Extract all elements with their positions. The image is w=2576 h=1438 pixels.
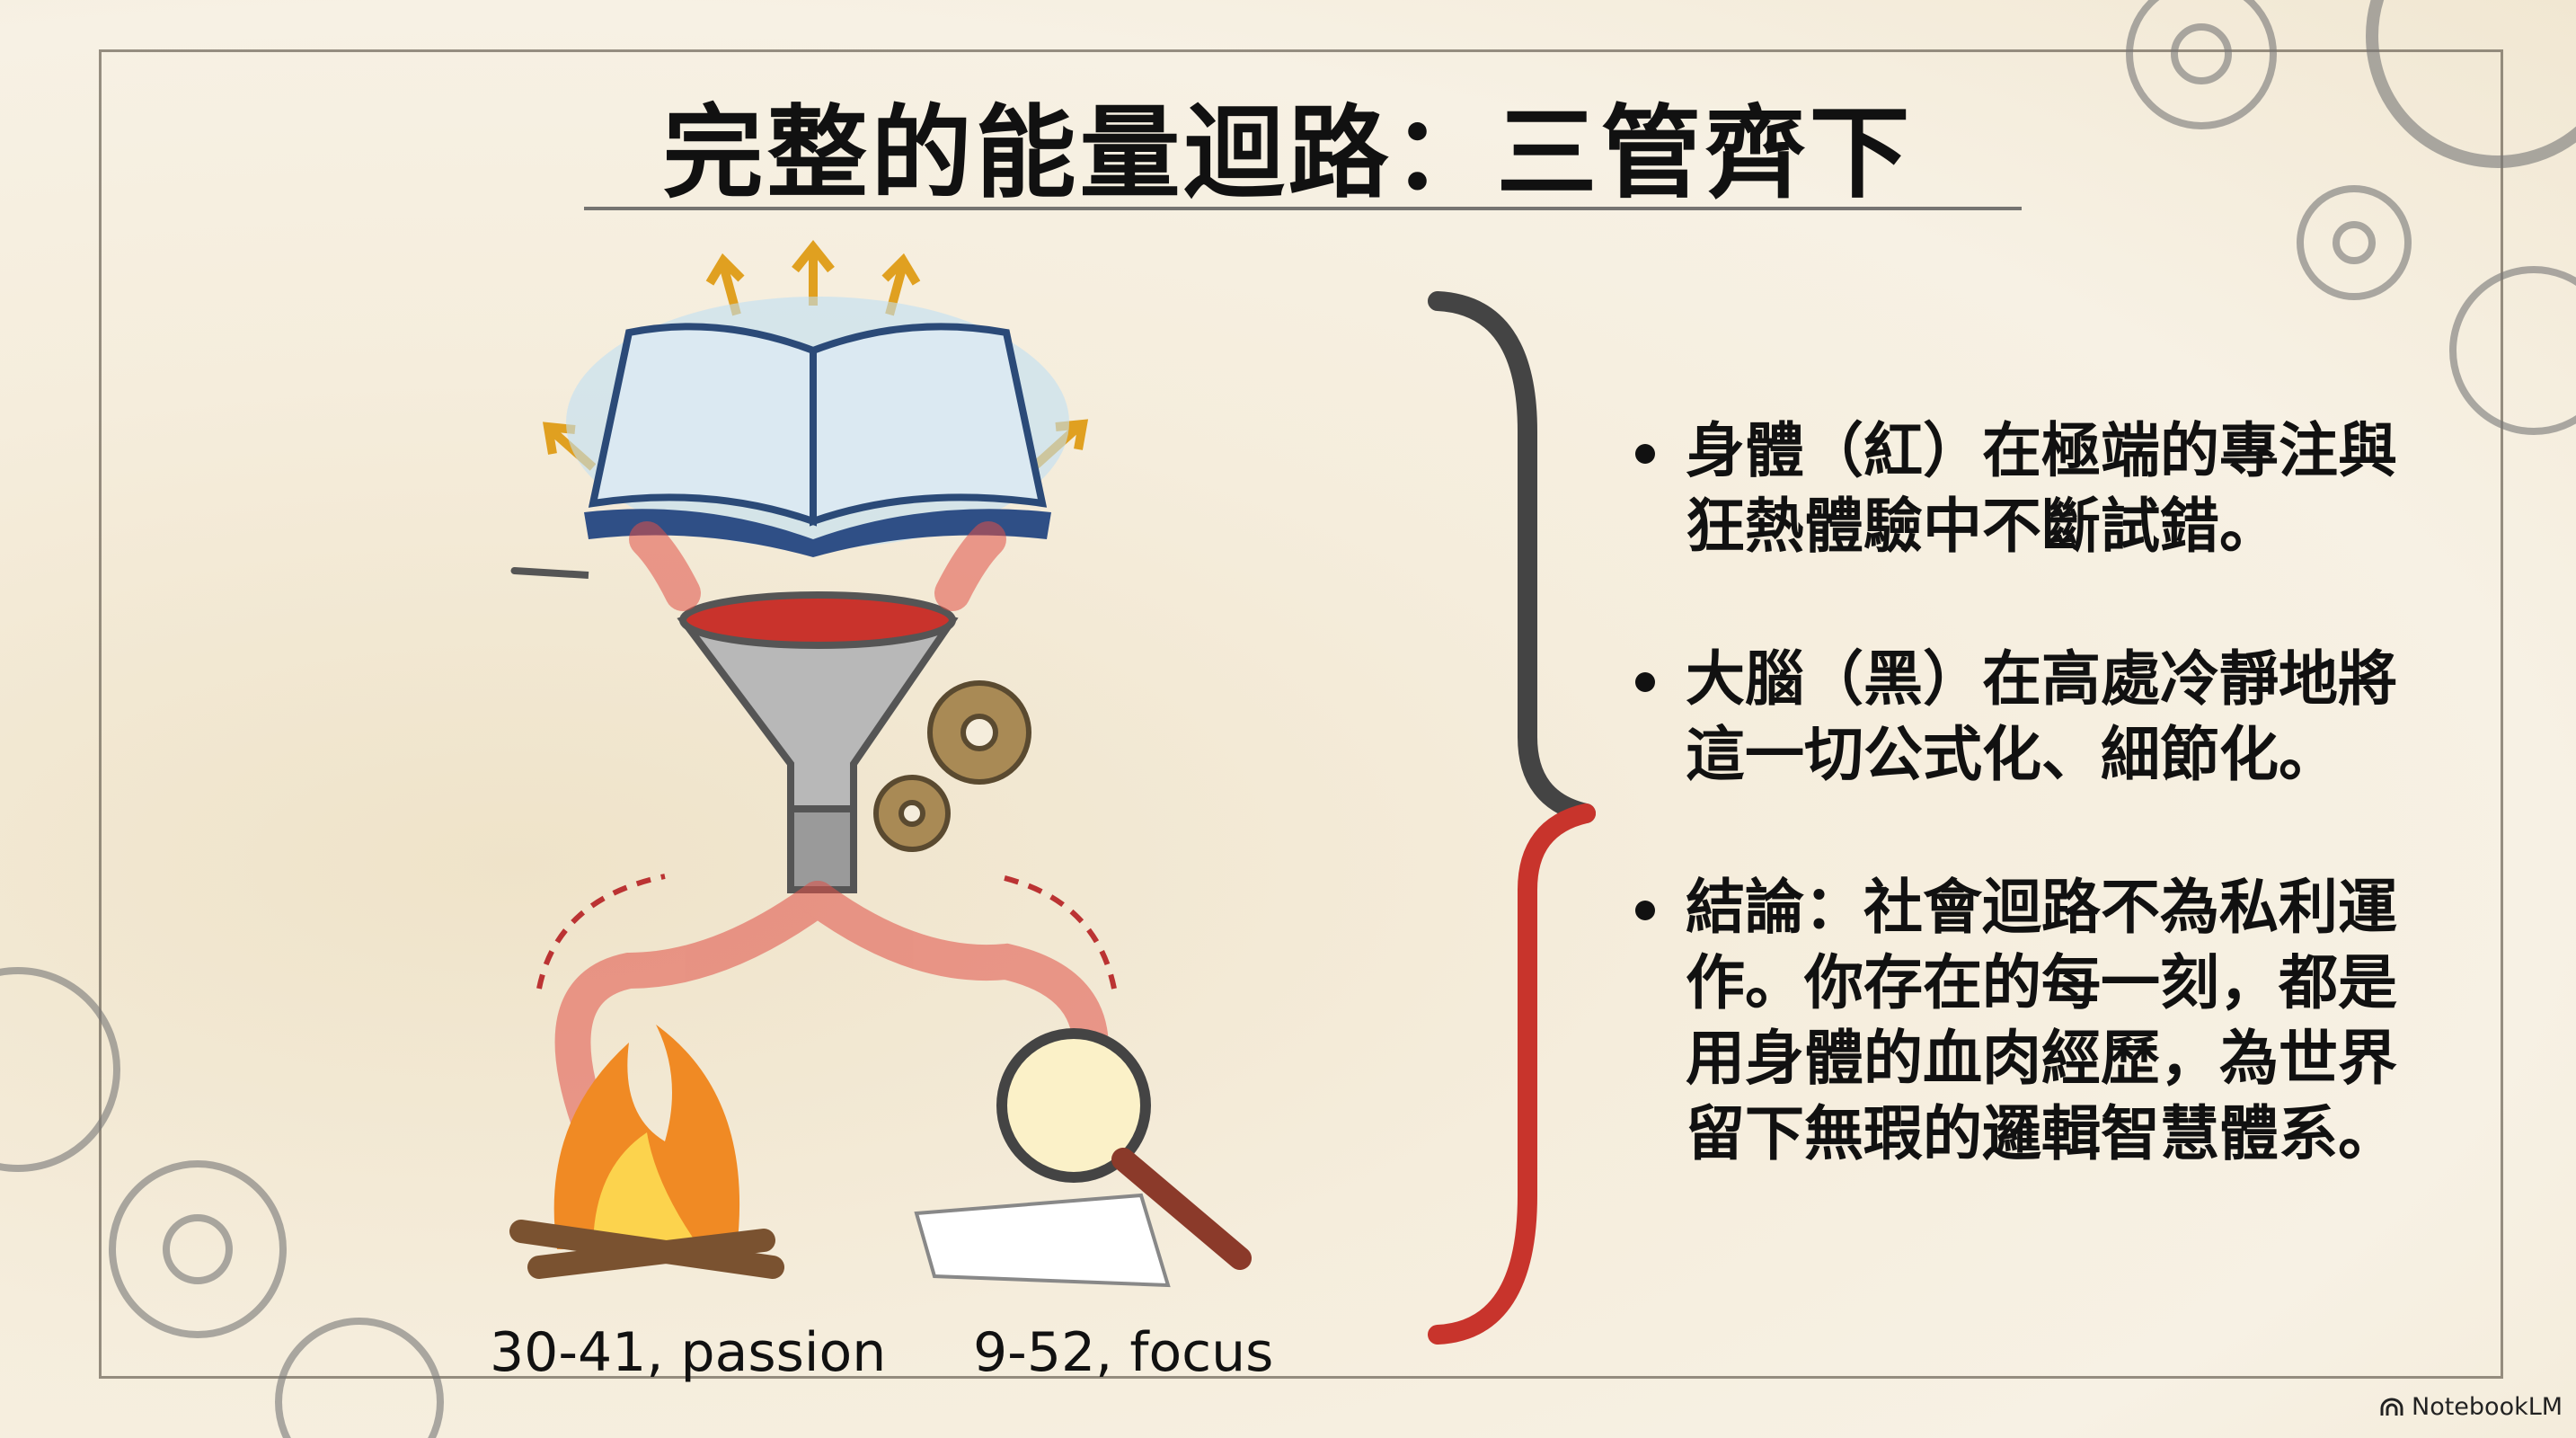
bullet-item: 身體（紅）在極端的專注與狂熱體驗中不斷試錯。 [1635,413,2444,564]
magnifier-icon [914,1028,1252,1288]
gear-icon [873,680,1031,852]
page-frame [99,49,2503,1379]
curly-brace [1428,291,1596,1345]
bullet-dot-icon [1635,444,1655,464]
bullet-item: 結論：社會迴路不為私利運作。你存在的每一刻，都是用身體的血肉經歷，為世界留下無瑕… [1635,870,2444,1172]
bullet-dot-icon [1635,672,1655,692]
bullet-item: 大腦（黑）在高處冷靜地將這一切公式化、細節化。 [1635,642,2444,793]
title-divider [584,207,2022,210]
notebooklm-logo-icon [2380,1398,2403,1416]
funnel-icon [510,567,959,893]
bullet-list: 身體（紅）在極端的專注與狂熱體驗中不斷試錯。 大腦（黑）在高處冷靜地將這一切公式… [1635,413,2444,1249]
page-title: 完整的能量迴路：三管齊下 [662,95,1914,212]
bullet-text: 身體（紅）在極端的專注與狂熱體驗中不斷試錯。 [1686,416,2397,561]
caption-focus: 9-52, focus [973,1321,1274,1384]
fire-icon [509,1025,784,1279]
caption-passion: 30-41, passion [490,1321,887,1384]
bullet-text: 大腦（黑）在高處冷靜地將這一切公式化、細節化。 [1686,644,2397,789]
brand-label: NotebookLM [2412,1393,2563,1421]
bullet-text: 結論：社會迴路不為私利運作。你存在的每一刻，都是用身體的血肉經歷，為世界留下無瑕… [1686,873,2397,1168]
bullet-dot-icon [1635,901,1655,920]
brand-watermark: NotebookLM [2379,1393,2563,1421]
book-icon [566,297,1069,557]
cycle-arrow-icon [536,874,1117,990]
